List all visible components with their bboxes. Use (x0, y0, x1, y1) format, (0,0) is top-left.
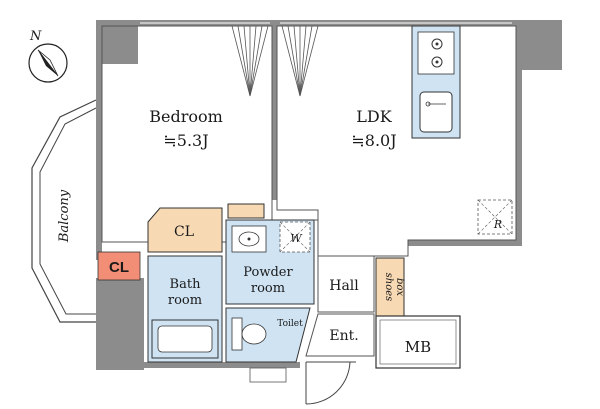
hall-label: Hall (329, 278, 359, 294)
washbasin-icon (231, 225, 267, 253)
entrance-door-swing (305, 361, 351, 405)
balcony-outer-rail (31, 99, 97, 323)
meter-box-label: MB (405, 338, 431, 356)
hall: Hall (317, 255, 375, 313)
powder-label-line1: Powder (243, 265, 293, 280)
powder-label-line2: room (251, 281, 285, 296)
bath-label-line2: room (168, 293, 202, 308)
balcony-label: Balcony (57, 189, 72, 243)
stove-icon (417, 31, 455, 75)
top-right-pillar (516, 20, 562, 70)
closet-outer-label: CL (109, 259, 129, 276)
left-wall (96, 60, 102, 260)
bottom-wall (140, 362, 300, 368)
compass-north-label: N (29, 29, 42, 44)
shoes-label-line2: box (394, 278, 405, 296)
sink-icon (419, 91, 453, 133)
hall-area (317, 255, 375, 313)
bedroom-curtain (231, 25, 269, 97)
ldk-outline (276, 25, 517, 257)
ldk-size: ≒8.0J (351, 131, 396, 150)
toilet-area (225, 307, 311, 363)
refrigerator-spot: R (477, 199, 513, 235)
storage-shelf (227, 203, 265, 219)
ldk-label: LDK (356, 107, 392, 126)
top-left-pillar (96, 20, 138, 64)
partition-wall (272, 20, 277, 200)
entrance-label: Ent. (329, 328, 358, 344)
walls (96, 20, 562, 370)
step (249, 367, 287, 383)
bathtub-basin (157, 325, 213, 353)
refrigerator-label: R (493, 218, 502, 231)
bath-label-line1: Bath (170, 277, 202, 292)
toilet-icon (231, 317, 267, 351)
toilet-room: Toilet (225, 307, 311, 363)
compass-ring (28, 43, 68, 83)
shoes-box-area (375, 257, 405, 317)
entrance-area (305, 313, 375, 357)
left-lower-wall (96, 278, 144, 370)
closet-outer: CL (97, 251, 141, 281)
meter-box-inner (379, 319, 457, 365)
closet-inner-label: CL (174, 224, 194, 240)
shoes-label-line1: shoes (383, 273, 394, 302)
closet-inner: CL (147, 207, 223, 253)
closet-inner-area (147, 207, 223, 253)
bath-room: Bath room (147, 255, 223, 363)
powder-room: W Powder room (225, 219, 315, 305)
bedroom-label: Bedroom (149, 107, 223, 126)
washer-spot: W (279, 221, 311, 253)
closet-outer-badge (97, 251, 141, 281)
ldk-curtain (281, 25, 319, 97)
bedroom: Bedroom ≒5.3J (101, 25, 273, 243)
meter-box-area (375, 315, 461, 369)
balcony: Balcony (31, 99, 97, 323)
compass: N (28, 29, 68, 83)
shoes-box: shoes box (375, 257, 405, 317)
toilet-label: Toilet (277, 319, 303, 329)
bedroom-size: ≒5.3J (163, 131, 208, 150)
meter-box: MB (375, 315, 461, 369)
ldk-bottom-wall (408, 240, 522, 246)
washer-label: W (290, 232, 303, 245)
right-wall (516, 68, 522, 244)
balcony-inner-rail (39, 107, 97, 315)
entrance: Ent. (249, 313, 375, 405)
compass-needle-light (37, 49, 59, 77)
ldk: LDK ≒8.0J R (276, 25, 517, 257)
